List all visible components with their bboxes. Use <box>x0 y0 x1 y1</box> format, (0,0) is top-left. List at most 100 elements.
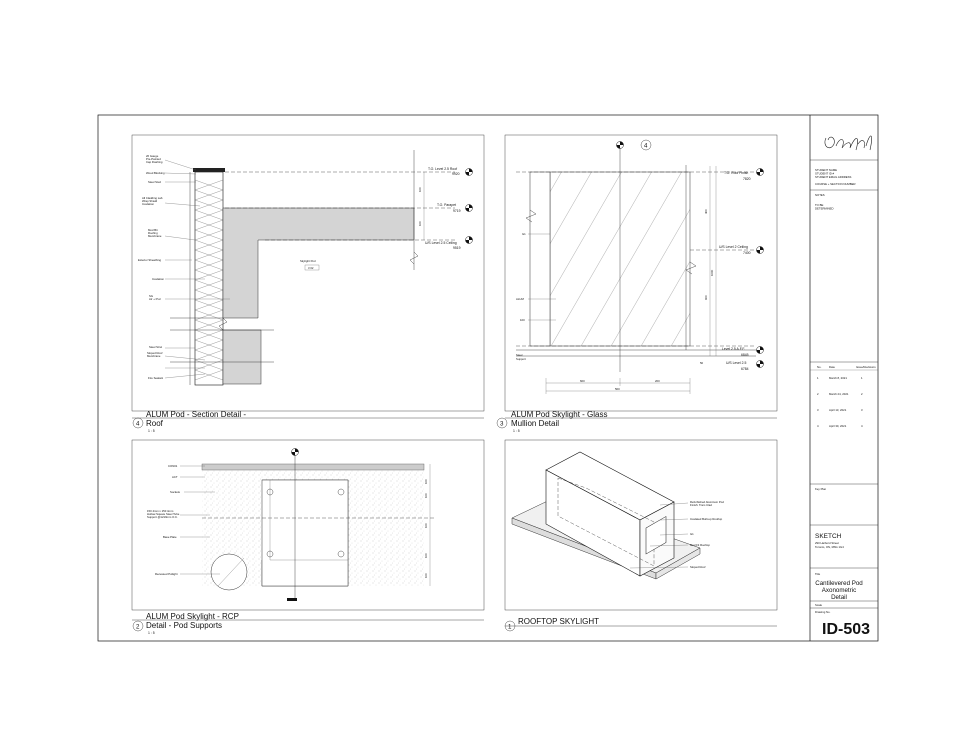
rev-3-date: April 13, 2021 <box>829 408 847 412</box>
v4-label: Fire Sealant <box>148 376 163 380</box>
v4-label: All Cladding Lab <box>142 196 163 200</box>
level-marker <box>465 168 473 176</box>
view-2-title-line2: Detail - Pod Supports <box>146 621 222 630</box>
view-4-dim-2: 100 <box>418 221 422 226</box>
v3-label: 100 <box>520 318 525 322</box>
signature-mark <box>824 135 872 151</box>
firm-address-2: Toronto, ON, M6G 1G4 <box>815 545 844 549</box>
v3-label: G1 <box>522 232 526 236</box>
sheet-title-3: Detail <box>831 594 847 601</box>
v3-dim: 500 <box>615 387 620 391</box>
v4-level-2-elev: 9719 <box>453 209 461 213</box>
rev-1-date: March 8, 2021 <box>829 376 847 380</box>
scale-label: Scale <box>815 603 822 607</box>
student-id: STUDENT ID # <box>815 172 835 176</box>
v3-level-1-elev: 7820 <box>743 177 751 181</box>
student-name: STUDENT NAME <box>815 168 837 172</box>
rev-4-no: 4 <box>817 424 819 428</box>
rev-1-issue: 1 <box>861 376 863 380</box>
student-email: STUDENT EMAIL ADDRESS <box>815 175 852 179</box>
v4-level-3-name: U/S Level 2.5 Ceiling <box>425 241 457 245</box>
v3-level-2-elev: 7400 <box>743 251 751 255</box>
rev-3-issue: 3 <box>861 408 863 412</box>
rev-2-no: 2 <box>817 392 819 396</box>
title-label: Title <box>815 572 821 576</box>
view-4-title-line2: Roof <box>146 419 164 428</box>
v4-level-2-name: T.O. Parapet <box>437 203 456 207</box>
view-2-rcp-detail: 100 100 100 100 100 CON01 ACT Sockets 15… <box>131 439 485 635</box>
v3-dim: 1000 <box>710 269 714 276</box>
view-4-frame <box>131 134 485 412</box>
level-marker <box>756 360 764 368</box>
view-1-title: ROOFTOP SKYLIGHT <box>518 617 599 626</box>
v1-label: Sloped Roof <box>690 565 706 569</box>
view-2-number: 2 <box>136 624 140 631</box>
v4-label: Insulation <box>142 202 154 206</box>
rev-4-date: April 30, 2021 <box>829 424 847 428</box>
rev-4-issue: 4 <box>861 424 863 428</box>
rev-header-issue: Issue/Revisions <box>856 365 876 369</box>
sheet-border <box>97 114 879 642</box>
v4-label: Steel Strut <box>149 345 162 349</box>
notes-text-1: TO BE <box>815 203 823 207</box>
v4-skylight-tag: 3 02 <box>308 266 314 270</box>
level-marker <box>756 246 764 254</box>
v4-label: Cap Flashing <box>146 160 163 164</box>
level-marker <box>616 141 624 149</box>
v2-dim: 100 <box>424 493 428 498</box>
v4-level-1-elev: 9920 <box>452 172 460 176</box>
rev-header-date: Date <box>829 365 835 369</box>
v2-dim: 100 <box>424 479 428 484</box>
drawing-no-label: Drawing No. <box>815 610 831 614</box>
v4-label: SG <box>149 294 153 298</box>
v4-label: Membrane <box>147 354 161 358</box>
rev-1-no: 1 <box>817 376 819 380</box>
v1-label: Finish: Tram Clad <box>690 503 712 507</box>
view-4-section-detail: 100 100 T.O. Level 2.5 Roof 9920 T.O. Pa… <box>131 134 485 433</box>
notes-text-2: DETERMINED <box>815 207 834 211</box>
rev-2-issue: 2 <box>861 392 863 396</box>
view-3-mullion-detail: 400 1000 600 4 T.O. Roof Finish 7820 U/S… <box>496 134 778 433</box>
v4-level-1-name: T.O. Level 2.5 Roof <box>428 167 457 171</box>
v3-dim: 400 <box>704 209 708 214</box>
v1-label: Mod Fit Rooftop <box>690 543 710 547</box>
v3-level-4-name: U/S Level 2.5 <box>726 361 746 365</box>
v2-label: ACT <box>172 475 178 479</box>
v2-label: Sockets <box>170 490 181 494</box>
v4-label: Roofing <box>148 231 158 235</box>
view-4-scale: 1 : 5 <box>148 429 155 433</box>
v3-label: Support <box>516 357 526 361</box>
view-2-frame <box>131 439 485 611</box>
rev-2-date: March 24, 2021 <box>829 392 849 396</box>
v3-dim: 50 <box>700 361 704 365</box>
v1-label: Insulated Built-up Rooftop <box>690 517 723 521</box>
v2-label: Recessed Potlight <box>155 572 178 576</box>
view-3-number: 3 <box>500 421 504 428</box>
v2-dim: 100 <box>424 573 428 578</box>
key-plan-label: Key Plan <box>815 487 827 491</box>
v4-label: Pre-Painted <box>146 157 161 161</box>
v3-grid-bubble: 4 <box>644 143 648 150</box>
v1-label: Refurbished Aluminum Pod <box>690 500 724 504</box>
v2-dim: 100 <box>424 523 428 528</box>
v3-label: ALUM <box>516 297 524 301</box>
batt-insulation <box>194 179 224 381</box>
level-marker <box>465 236 473 244</box>
v4-label: Mod Bit <box>148 228 158 232</box>
view-3-scale: 1 : 5 <box>513 429 520 433</box>
v2-label: 150 4mm x 150 4mm <box>147 509 174 513</box>
v1-label: G1 <box>690 532 694 536</box>
view-4-title-line1: ALUM Pod - Section Detail - <box>146 410 246 419</box>
view-2-scale: 1 : 5 <box>148 631 155 635</box>
v2-label: Support @1219mm O.C. <box>147 515 178 519</box>
view-3-frame <box>504 134 778 412</box>
view-2-title-line1: ALUM Pod Skylight - RCP <box>146 612 239 621</box>
roof-slab <box>222 207 415 319</box>
v4-label: Membrane <box>148 234 162 238</box>
view-3-title-line1: ALUM Pod Skylight - Glass <box>511 410 607 419</box>
v2-label: Base Plate <box>163 535 177 539</box>
v4-label: Wrap Shield <box>142 199 158 203</box>
view-1-number: 1 <box>508 624 512 631</box>
v2-label: Hollow Square Steel Tube <box>147 512 180 516</box>
